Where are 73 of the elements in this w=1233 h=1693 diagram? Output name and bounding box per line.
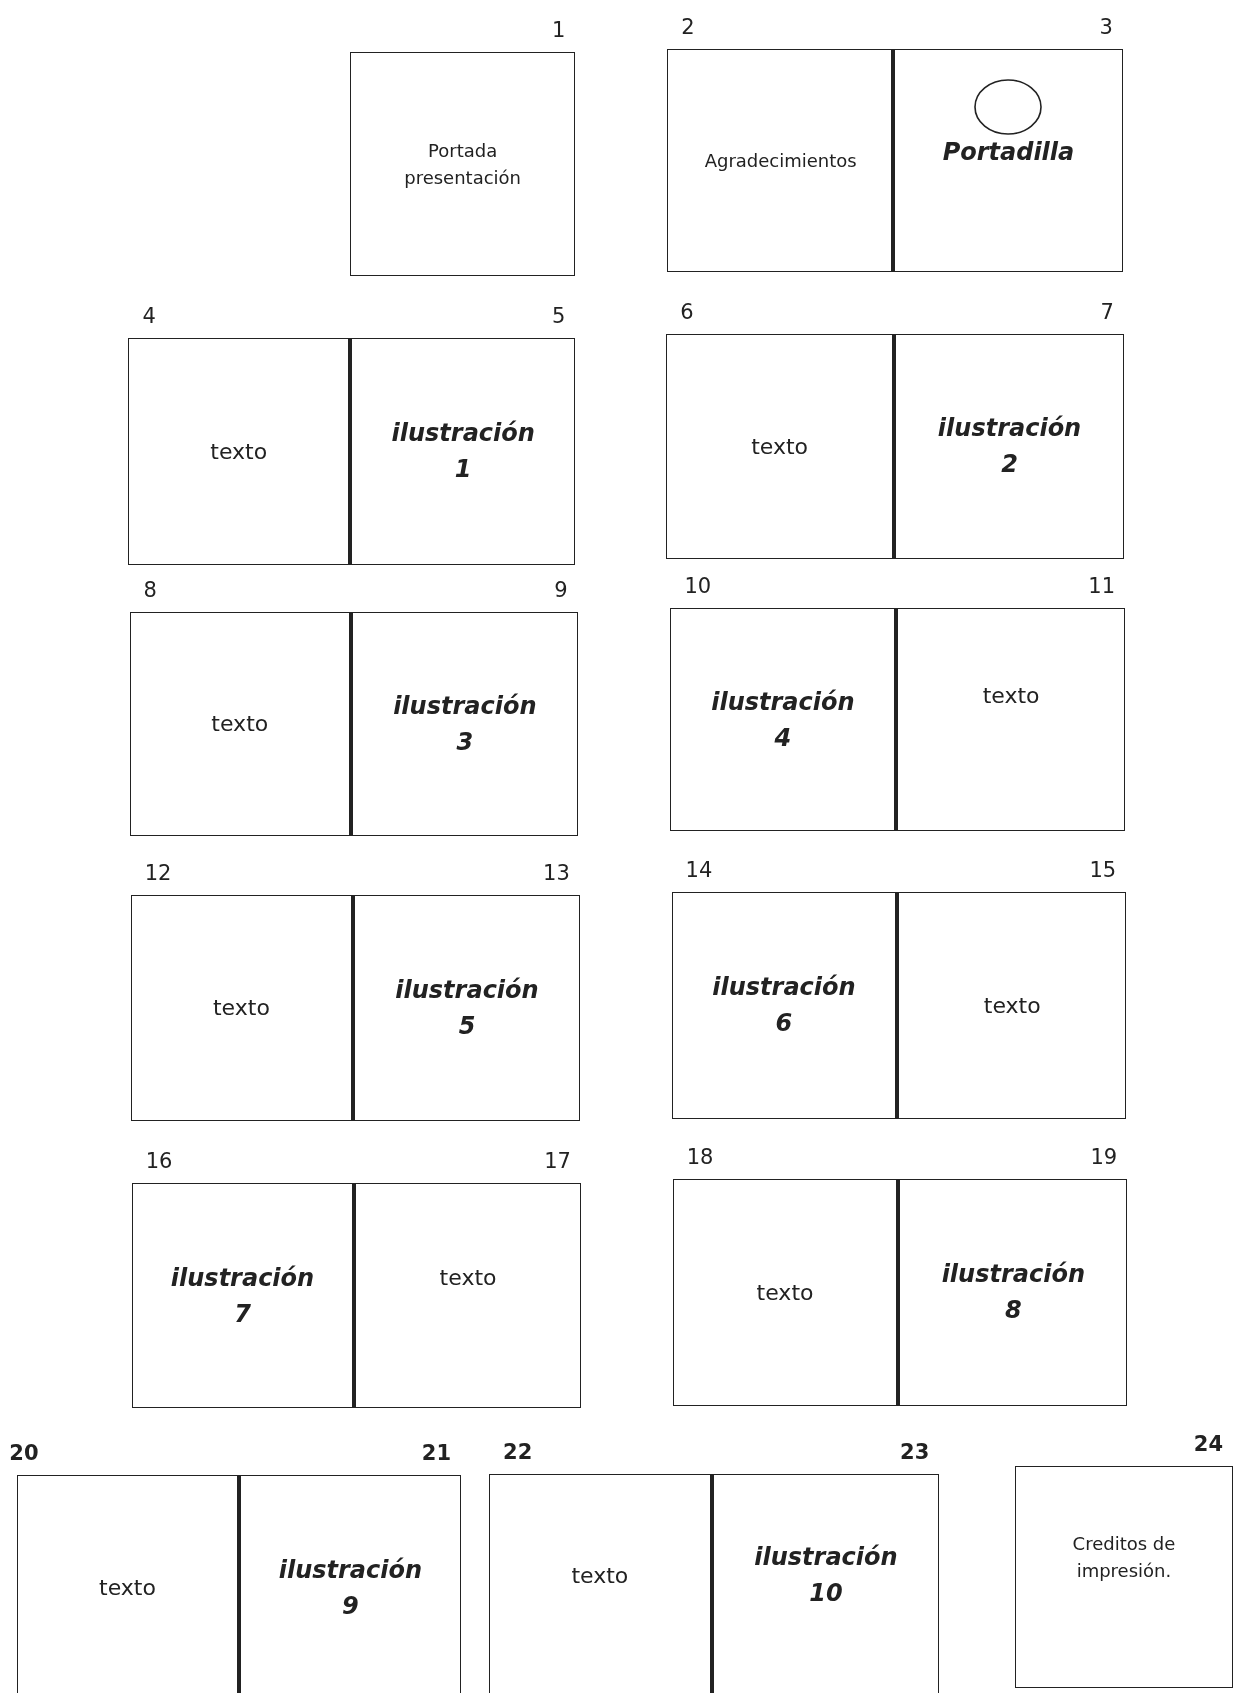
page-label: Creditos de impresión. [1071, 1531, 1177, 1583]
page-number: 14 [685, 857, 713, 882]
page-number: 15 [1089, 857, 1117, 882]
page-number: 11 [1088, 573, 1116, 598]
page-label: Portada presentación [403, 139, 522, 191]
page-box [17, 1474, 241, 1693]
page-box [355, 895, 580, 1121]
page-number: 7 [1100, 299, 1114, 324]
page-label: ilustración 2 [936, 413, 1083, 481]
circle-mark [973, 77, 1044, 136]
page-label: ilustración 6 [711, 972, 857, 1040]
page-number: 13 [543, 861, 570, 886]
page-number: 6 [680, 299, 694, 324]
page-label: texto [750, 432, 810, 461]
page-label: texto [209, 437, 269, 466]
page-box [240, 1474, 461, 1693]
page-number: 2 [681, 14, 695, 39]
page-number: 22 [503, 1439, 533, 1464]
page-box [129, 612, 354, 836]
page-box [672, 1179, 901, 1406]
page-number: 9 [554, 578, 568, 603]
page-box [898, 607, 1125, 832]
page-label: ilustración 7 [169, 1262, 316, 1330]
page-label: texto [211, 994, 271, 1023]
page-number: 21 [421, 1440, 452, 1465]
page-number: 23 [900, 1439, 930, 1464]
page-box [670, 607, 899, 832]
page-number: 24 [1193, 1432, 1223, 1457]
page-label: texto [210, 710, 270, 739]
page-label: ilustración 4 [710, 686, 856, 754]
page-number: 18 [686, 1145, 714, 1169]
page-label: ilustración 9 [277, 1554, 424, 1622]
page-label: ilustración 3 [392, 690, 538, 758]
page-number: 8 [143, 578, 157, 603]
page-box [666, 333, 897, 560]
page-label: ilustración 8 [940, 1259, 1086, 1327]
page-number: 20 [9, 1440, 39, 1465]
page-label: ilustración 5 [394, 974, 540, 1042]
page-box [128, 337, 352, 565]
page-label: Portadilla [941, 137, 1076, 169]
page-label: texto [98, 1574, 157, 1603]
page-label: texto [755, 1278, 815, 1307]
page-box [1014, 1466, 1233, 1688]
page-box [896, 333, 1124, 560]
page-label: ilustración 1 [390, 418, 536, 486]
page-label: texto [438, 1264, 498, 1293]
page-box [671, 891, 900, 1119]
page-box [713, 1473, 940, 1693]
page-box [131, 1183, 357, 1408]
page-box [895, 48, 1123, 273]
page-number: 5 [552, 303, 566, 328]
page-box [899, 891, 1127, 1119]
page-number: 4 [142, 303, 156, 328]
page-number: 10 [684, 573, 712, 598]
page-number: 3 [1099, 14, 1113, 39]
page-number: 17 [544, 1149, 571, 1174]
page-box [349, 51, 576, 277]
page-label: Agradecimientos [703, 148, 858, 173]
page-number: 16 [145, 1149, 173, 1174]
page-label: texto [981, 682, 1041, 711]
page-box [351, 337, 576, 565]
page-label: texto [982, 991, 1042, 1020]
page-number: 1 [552, 17, 566, 42]
page-label: texto [570, 1561, 630, 1590]
page-number: 12 [144, 861, 172, 886]
page-box [489, 1473, 714, 1693]
page-box [900, 1179, 1128, 1406]
page-box [130, 895, 356, 1121]
page-number: 19 [1090, 1145, 1118, 1169]
page-box [667, 48, 896, 273]
page-box [356, 1183, 581, 1408]
page-box [353, 612, 578, 836]
page-label: ilustración 10 [753, 1542, 899, 1610]
